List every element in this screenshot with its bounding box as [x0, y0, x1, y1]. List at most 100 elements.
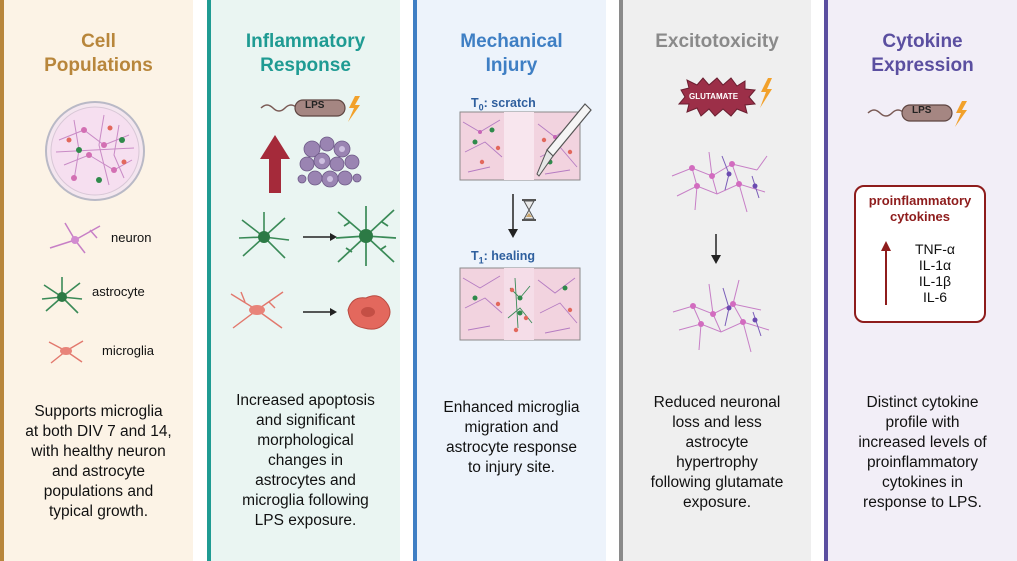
cytokine-item: IL-1α	[918, 257, 952, 273]
lps-label: LPS	[912, 105, 932, 116]
panel-accent-bar	[619, 0, 623, 561]
legend-microglia-label: microglia	[102, 343, 155, 358]
desc-line: typical growth.	[48, 503, 149, 520]
cytokine-list: TNF-α IL-1α IL-1β IL-6	[908, 241, 962, 305]
cytokine-item: TNF-α	[915, 241, 955, 257]
desc-line: following glutamate	[650, 474, 784, 491]
hourglass-icon	[522, 199, 536, 221]
desc-line: astrocyte	[685, 434, 749, 451]
title-line-2: Populations	[44, 55, 153, 76]
t0-label: T0: scratch	[471, 96, 536, 113]
t1-text: : healing	[483, 249, 536, 263]
desc-line: profile with	[885, 414, 960, 431]
desc-line: astrocyte response	[446, 439, 577, 456]
astrocyte-icon	[41, 277, 83, 314]
lightning-icon	[760, 78, 772, 108]
bacterium-lps-icon	[260, 96, 360, 122]
desc-line: populations and	[43, 483, 154, 500]
panel-accent-bar	[413, 0, 417, 561]
panel-description: Enhanced microglia migration and astrocy…	[417, 398, 606, 478]
panel-accent-bar	[824, 0, 828, 561]
glutamate-label: GLUTAMATE	[689, 92, 739, 101]
cytokine-item: IL-6	[922, 289, 948, 305]
title-line-2: Injury	[485, 55, 538, 76]
box-title-line: cytokines	[890, 209, 950, 224]
title-line-2: Response	[260, 55, 351, 76]
arrow-right-icon	[303, 233, 337, 241]
neuron-network-after-image	[672, 279, 770, 353]
desc-line: with healthy neuron	[31, 443, 166, 460]
desc-line: increased levels of	[858, 434, 987, 451]
panel-mechanical-injury: Mechanical Injury T0: scratch T1: healin…	[413, 0, 606, 561]
desc-line: morphological	[257, 432, 354, 449]
desc-line: cytokines in	[882, 474, 963, 491]
desc-line: exposure.	[682, 494, 752, 511]
panel-cytokine-expression: Cytokine Expression LPS proinflammatory …	[824, 0, 1017, 561]
desc-line: loss and less	[672, 414, 762, 431]
panel-cell-populations: Cell Populations neuron astrocyte	[0, 0, 193, 561]
desc-line: at both DIV 7 and 14,	[25, 423, 172, 440]
neuron-icon	[49, 222, 101, 254]
panel-accent-bar	[207, 0, 211, 561]
panel-title: Cytokine Expression	[828, 30, 1017, 78]
cytokine-item: IL-1β	[918, 273, 952, 289]
desc-line: Supports microglia	[34, 403, 163, 420]
title-line-1: Cell	[81, 31, 116, 52]
desc-line: astrocytes and	[255, 472, 356, 489]
legend-neuron-label: neuron	[111, 230, 152, 245]
desc-line: and astrocyte	[51, 463, 146, 480]
panel-description: Increased apoptosis and significant morp…	[211, 391, 400, 531]
panel-title: Cell Populations	[4, 30, 193, 78]
panel-description: Distinct cytokine profile with increased…	[828, 393, 1017, 513]
desc-line: hypertrophy	[676, 454, 758, 471]
desc-line: and significant	[255, 412, 356, 429]
desc-line: response to LPS.	[863, 494, 982, 511]
panel-description: Reduced neuronal loss and less astrocyte…	[623, 393, 811, 513]
arrow-down-icon	[508, 194, 518, 238]
legend-astrocyte-label: astrocyte	[92, 284, 145, 299]
panel-title: Mechanical Injury	[417, 30, 606, 78]
panel-inflammatory-response: Inflammatory Response LPS	[207, 0, 400, 561]
increase-arrow-icon	[881, 241, 891, 305]
panel-excitotoxicity: Excitotoxicity GLUTAMATE Reduced neurona…	[619, 0, 811, 561]
desc-line: changes in	[268, 452, 343, 469]
microglia-before-icon	[230, 291, 284, 329]
desc-line: to injury site.	[467, 459, 555, 476]
astrocyte-before-icon	[238, 212, 290, 259]
lps-label: LPS	[305, 100, 325, 111]
box-title-line: proinflammatory	[868, 193, 972, 208]
panel-title: Inflammatory Response	[211, 30, 400, 78]
title-line-1: Inflammatory	[245, 31, 366, 52]
petri-dish-icon	[45, 101, 145, 201]
panel-description: Supports microglia at both DIV 7 and 14,…	[4, 402, 193, 522]
desc-line: migration and	[464, 419, 559, 436]
desc-line: microglia following	[242, 492, 369, 509]
increase-arrow-icon	[260, 135, 290, 193]
t0-letter: T	[471, 96, 479, 110]
t1-subscript: 1	[478, 255, 484, 266]
desc-line: Distinct cytokine	[866, 394, 979, 411]
title-line-1: Mechanical	[460, 31, 563, 52]
t1-letter: T	[471, 249, 479, 263]
desc-line: proinflammatory	[866, 454, 979, 471]
astrocyte-after-icon	[335, 206, 397, 266]
cytokine-box-title: proinflammatory cytokines	[856, 193, 984, 225]
t0-subscript: 0	[478, 102, 484, 113]
desc-line: Increased apoptosis	[236, 392, 375, 409]
apoptotic-cells-icon	[297, 136, 362, 188]
t0-text: : scratch	[483, 96, 536, 110]
t1-label: T1: healing	[471, 249, 535, 266]
microglia-icon	[48, 340, 84, 364]
title-line-1: Cytokine	[882, 31, 963, 52]
desc-line: LPS exposure.	[254, 512, 357, 529]
cytokine-box: proinflammatory cytokines TNF-α IL-1α IL…	[854, 185, 986, 323]
desc-line: Reduced neuronal	[653, 394, 781, 411]
title-line-2: Expression	[871, 55, 974, 76]
arrow-right-icon	[303, 308, 337, 316]
panel-accent-bar	[0, 0, 4, 561]
microglia-after-icon	[347, 295, 391, 330]
panel-title: Excitotoxicity	[623, 30, 811, 54]
healing-culture-image	[459, 267, 581, 341]
pipette-icon	[536, 103, 592, 177]
glutamate-burst-icon	[677, 77, 757, 117]
